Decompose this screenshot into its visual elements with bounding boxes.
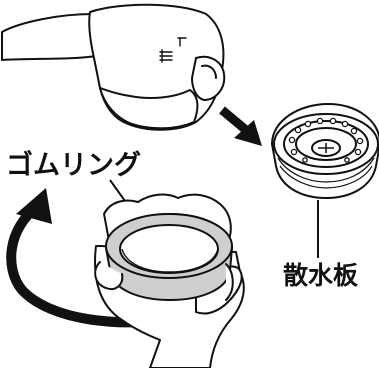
shower-front-tip xyxy=(191,55,226,101)
direction-arrow xyxy=(219,106,262,146)
shower-hose xyxy=(1,13,97,61)
spray-plate-holes xyxy=(288,117,364,163)
shower-face-ring xyxy=(99,87,199,130)
spray-plate xyxy=(270,102,379,200)
shower-head xyxy=(1,3,226,131)
rubber-ring-label: ゴムリング xyxy=(6,150,141,181)
spray-plate-label: 散水板 xyxy=(283,261,359,290)
hand-front-fingers xyxy=(94,261,234,301)
shower-logo-mark xyxy=(159,37,187,63)
rubber-ring xyxy=(104,212,234,302)
spray-plate-knurl xyxy=(277,157,375,189)
